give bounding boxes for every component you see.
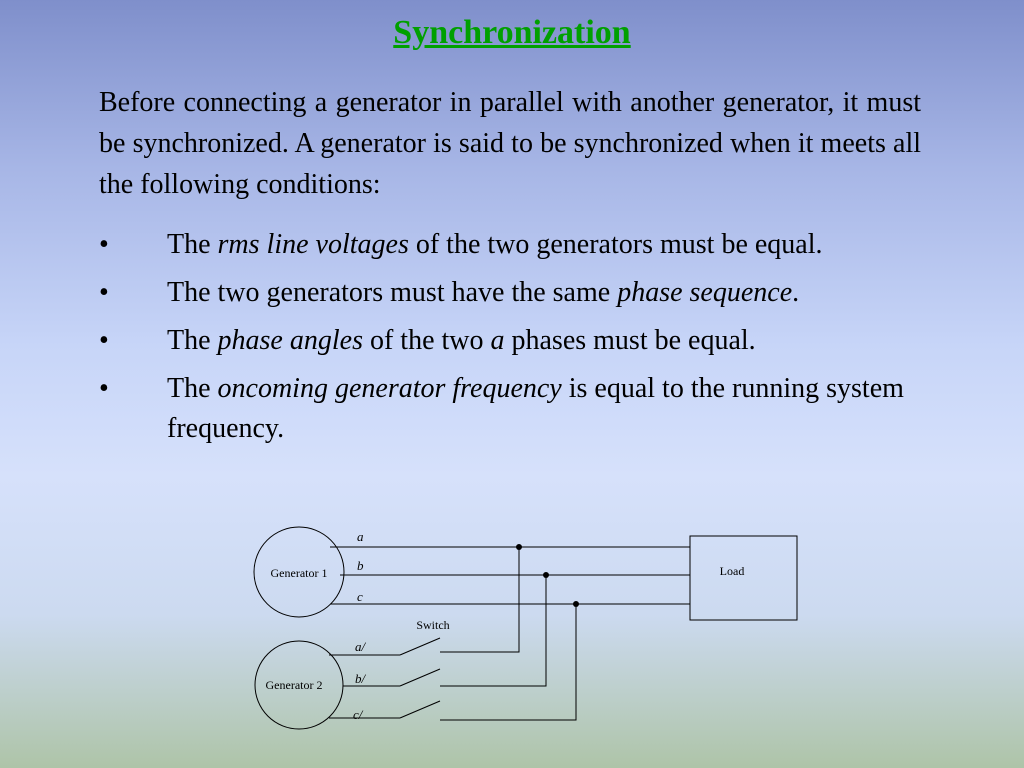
condition-item: • The rms line voltages of the two gener… bbox=[99, 225, 959, 265]
bullet-icon: • bbox=[99, 277, 109, 308]
condition-item: • The oncoming generator frequency is eq… bbox=[99, 369, 959, 449]
bullet-icon: • bbox=[99, 229, 109, 260]
condition-item: • The phase angles of the two a phases m… bbox=[99, 321, 959, 361]
intro-paragraph: Before connecting a generator in paralle… bbox=[99, 87, 921, 200]
conditions-list: • The rms line voltages of the two gener… bbox=[99, 225, 959, 457]
condition-emphasis: phase sequence bbox=[617, 277, 793, 308]
condition-text: of the two generators must be equal. bbox=[408, 229, 823, 260]
generator-2-label: Generator 2 bbox=[266, 678, 323, 692]
switch-output-a bbox=[440, 547, 520, 653]
generator-1-label: Generator 1 bbox=[271, 566, 328, 580]
switch-output-c bbox=[440, 604, 577, 721]
phase-label-c: c bbox=[357, 589, 363, 604]
condition-text: . bbox=[792, 277, 800, 308]
phase-label-b: b bbox=[357, 558, 364, 573]
switch-output-b bbox=[440, 575, 547, 687]
condition-text: of the two bbox=[362, 325, 491, 356]
phase-label-a-prime: a/ bbox=[355, 639, 367, 654]
load-box bbox=[689, 535, 798, 621]
condition-emphasis: oncoming generator frequency bbox=[217, 373, 562, 404]
condition-text: is equal to the running system frequency… bbox=[167, 373, 904, 444]
condition-text: The bbox=[167, 229, 218, 260]
condition-text: The two generators must have the same bbox=[167, 277, 618, 308]
condition-text: phases must be equal. bbox=[504, 325, 756, 356]
phase-label-b-prime: b/ bbox=[355, 671, 367, 686]
bullet-icon: • bbox=[99, 325, 109, 356]
phase-label-a: a bbox=[357, 529, 364, 544]
load-label: Load bbox=[720, 564, 745, 578]
condition-emphasis: a bbox=[490, 325, 505, 356]
switch-blade-c bbox=[399, 700, 441, 719]
junction-dot bbox=[573, 601, 579, 607]
phase-label-c-prime: c/ bbox=[353, 707, 364, 722]
condition-text: The bbox=[167, 373, 218, 404]
condition-text: The bbox=[167, 325, 218, 356]
condition-emphasis: phase angles bbox=[217, 325, 363, 356]
generator-1-circle bbox=[253, 526, 345, 618]
switch-blade-a bbox=[399, 637, 441, 656]
junction-dot bbox=[543, 572, 549, 578]
generator-2-circle bbox=[254, 640, 344, 730]
switch-blade-b bbox=[399, 668, 441, 687]
junction-dot bbox=[516, 544, 522, 550]
bullet-icon: • bbox=[99, 373, 109, 404]
condition-item: • The two generators must have the same … bbox=[99, 273, 959, 313]
switch-label: Switch bbox=[416, 618, 449, 632]
condition-emphasis: rms line voltages bbox=[217, 229, 409, 260]
slide-title: Synchronization bbox=[393, 14, 631, 51]
